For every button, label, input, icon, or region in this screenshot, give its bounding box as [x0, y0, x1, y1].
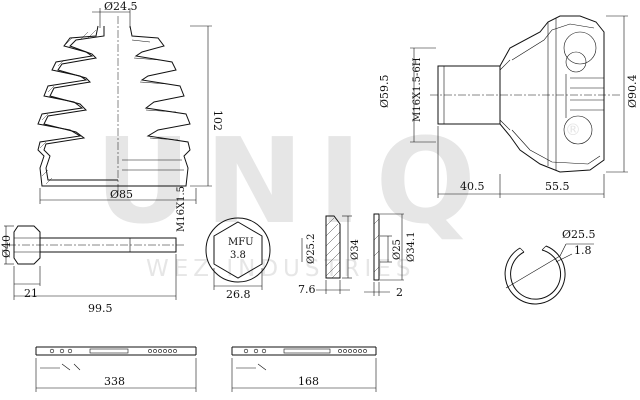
watermark-brand: UNIQ — [95, 112, 490, 250]
cv-thread-label: M16X1.5-6H — [412, 57, 423, 122]
bolt-head-dia-label: Ø40 — [0, 235, 13, 258]
cv-shaft-dia-label: Ø59.5 — [378, 74, 391, 108]
cv-outer-dia-label: Ø90.4 — [626, 74, 639, 108]
cv-shaft-len-label: 40.5 — [460, 180, 485, 193]
washer-outer-dia-label: Ø34 — [350, 239, 361, 260]
circlip-wire-label: 1.8 — [574, 244, 592, 257]
watermark-tagline: WEZ INDUSTRIES — [146, 256, 415, 282]
spacer-drawing: Ø25 Ø34.1 2 — [364, 213, 417, 299]
clamp-small-length-label: 168 — [298, 375, 319, 388]
nut-drawing: MFU 3.8 26.8 — [205, 217, 271, 301]
cv-body-len-label: 55.5 — [545, 180, 570, 193]
bolt-head-len-label: 21 — [24, 287, 38, 300]
clamp-large-length-label: 338 — [104, 375, 125, 388]
cv-joint-drawing: Ø59.5 M16X1.5-6H Ø90.4 40.5 55.5 — [378, 15, 639, 198]
boot-top-dia-label: Ø24.5 — [104, 0, 138, 13]
nut-marking-line2: 3.8 — [230, 250, 246, 261]
spacer-thickness-label: 2 — [396, 286, 403, 299]
nut-width-label: 26.8 — [226, 288, 251, 301]
nut-marking-line1: MFU — [228, 237, 254, 248]
circlip-dia-label: Ø25.5 — [562, 228, 596, 241]
watermark-registered: ® — [565, 120, 581, 139]
washer-thickness-label: 7.6 — [298, 283, 316, 296]
boot-bottom-dia-label: Ø85 — [110, 188, 133, 201]
boot-drawing: Ø24.5 102 Ø85 — [37, 0, 224, 204]
bolt-thread-label: M16X1.5 — [176, 186, 187, 232]
bolt-drawing: M16X1.5 Ø40 21 99.5 — [0, 186, 187, 315]
watermark: UNIQ ® WEZ INDUSTRIES — [95, 112, 581, 282]
spacer-inner-dia-label: Ø25 — [392, 239, 403, 260]
boot-height-label: 102 — [211, 110, 224, 131]
circlip-drawing: Ø25.5 1.8 — [504, 228, 596, 305]
washer-inner-dia-label: Ø25.2 — [306, 234, 317, 264]
washer-drawing: Ø25.2 Ø34 7.6 — [298, 215, 361, 296]
clamp-large-drawing: 338 — [35, 346, 197, 392]
bolt-total-len-label: 99.5 — [88, 302, 113, 315]
spacer-outer-dia-label: Ø34.1 — [406, 232, 417, 262]
clamp-small-drawing: 168 — [231, 346, 377, 392]
